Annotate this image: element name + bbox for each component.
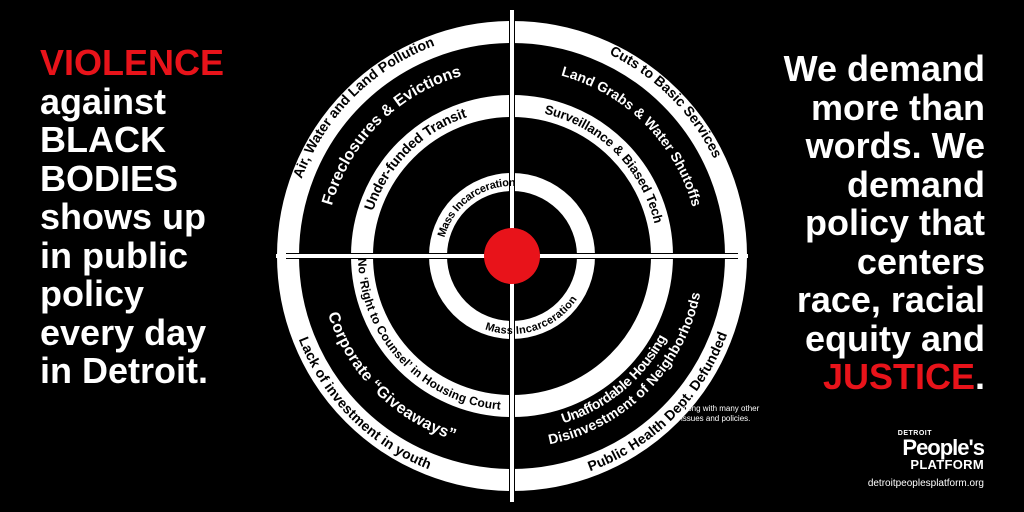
left-line: BLACK (40, 119, 166, 160)
right-line: We demand (783, 48, 985, 89)
left-line: shows up (40, 196, 207, 237)
website-url: detroitpeoplesplatform.org (867, 478, 984, 489)
left-statement: VIOLENCE against BLACK BODIES shows up i… (40, 42, 280, 391)
right-line: words. We (805, 125, 985, 166)
right-last-line: JUSTICE. (725, 356, 985, 397)
left-line: BODIES (40, 157, 179, 199)
logo-detroit: DETROIT (897, 430, 932, 437)
ring-label: Air, Water and Land Pollution (289, 33, 436, 180)
right-line: policy that (804, 202, 985, 243)
right-line: centers (856, 240, 985, 282)
left-line: in public (40, 234, 188, 276)
left-line: policy (40, 273, 145, 314)
violence-word: VIOLENCE (40, 42, 225, 83)
right-statement: We demand more than words. We demand pol… (725, 48, 985, 397)
bullseye (484, 228, 540, 284)
justice-word: JUSTICE (822, 356, 975, 397)
right-line: demand (846, 163, 985, 205)
right-line: equity and (804, 317, 985, 359)
left-line: against (40, 80, 167, 122)
right-line: race, racial (796, 279, 985, 320)
logo-platform: PLATFORM (910, 457, 984, 472)
ring-label: Mass Incarceration (484, 294, 580, 338)
justice-punct: . (974, 356, 985, 397)
peoples-platform-logo: DETROIT People's PLATFORM (897, 430, 985, 472)
left-line: every day (40, 311, 207, 353)
left-line: in Detroit. (40, 350, 208, 391)
right-line: more than (810, 86, 985, 128)
logo-peoples: People's (902, 435, 985, 460)
footnote: along with many other issues and policie… (681, 404, 760, 423)
